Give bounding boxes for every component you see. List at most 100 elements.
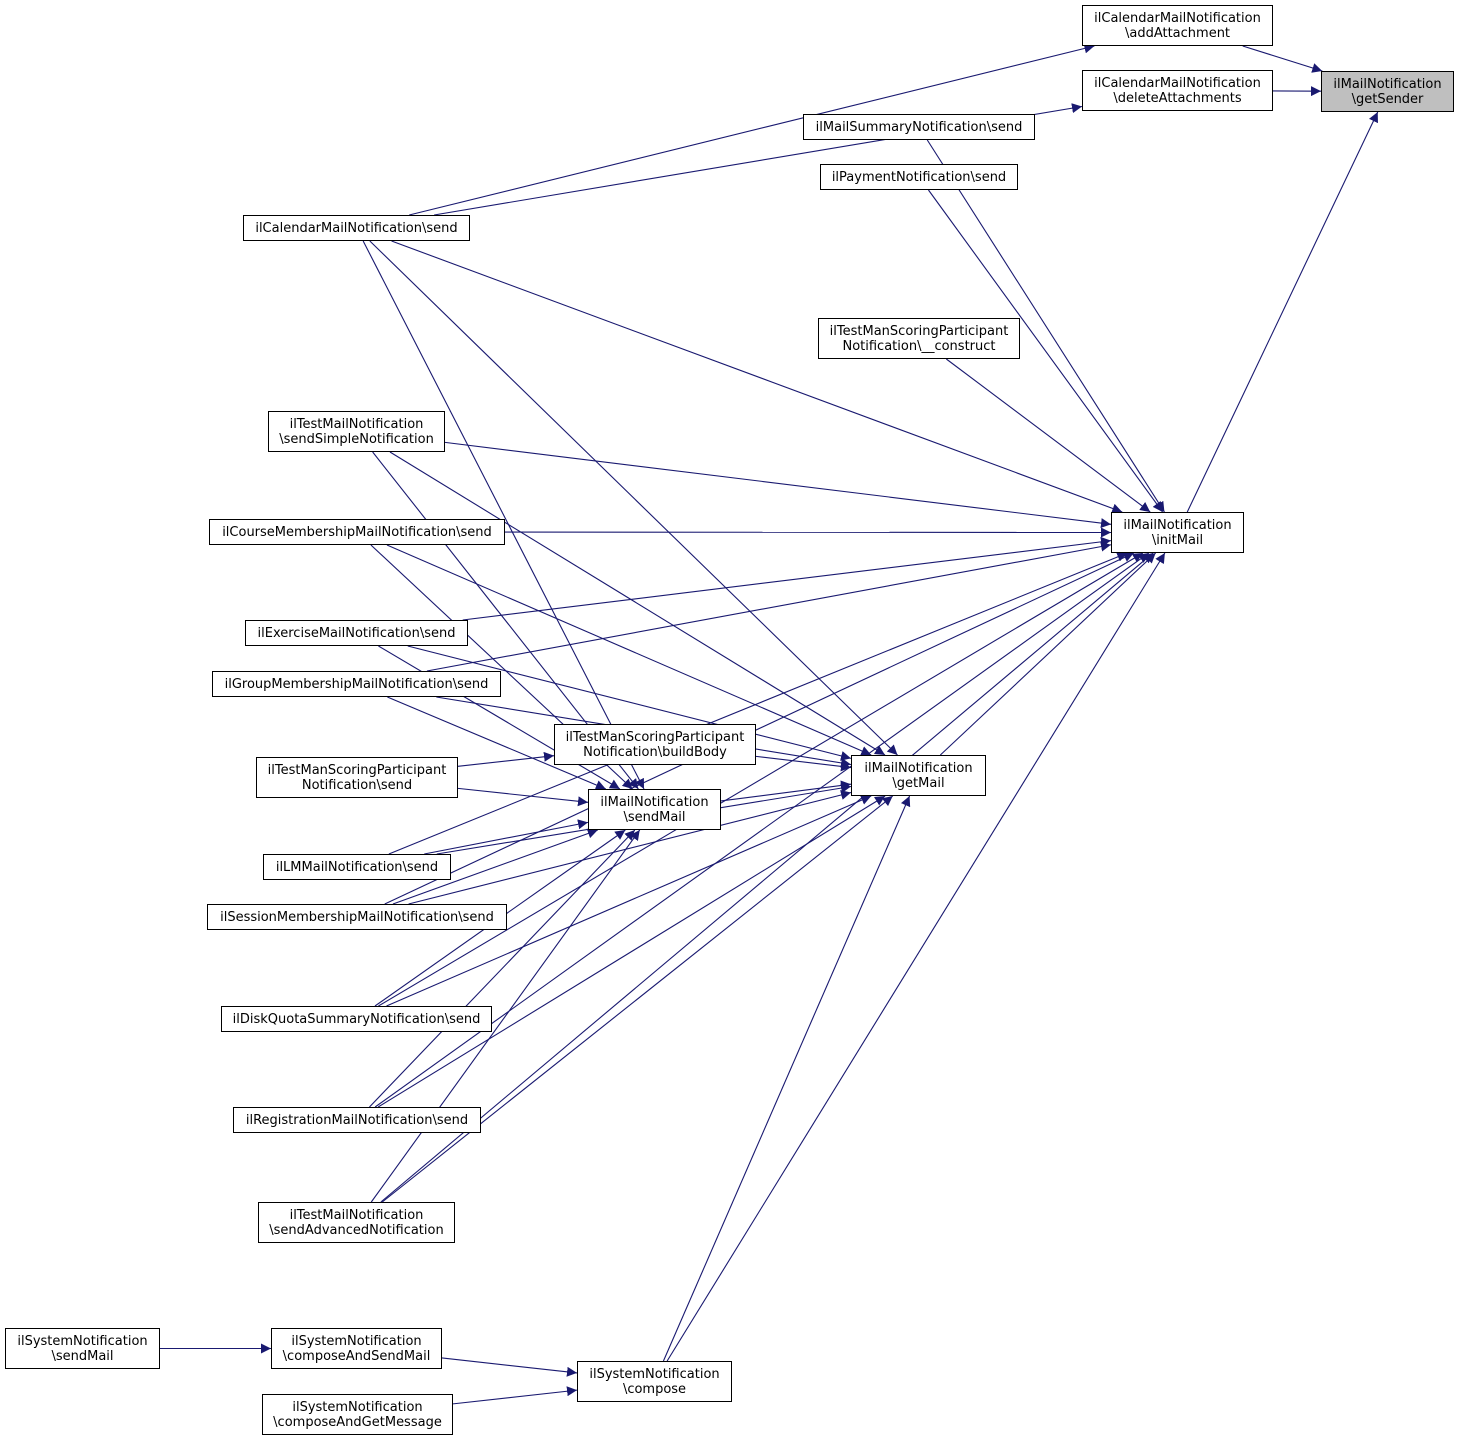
node-deleteattachments-line2: \deleteAttachments xyxy=(1113,90,1242,106)
edge-sessionSend-to-getMail xyxy=(408,790,852,905)
edge-testMailAdvanced-to-initMail xyxy=(380,552,1154,1203)
node-testmail-simple[interactable]: ilTestMailNotification \sendSimpleNotifi… xyxy=(268,411,445,452)
node-testman-send-line1: ilTestManScoringParticipant xyxy=(267,762,447,778)
node-testman-buildbody-line2: Notification\buildBody xyxy=(583,744,727,760)
node-system-sendmail-line2: \sendMail xyxy=(51,1348,114,1364)
node-payment-send-label: ilPaymentNotification\send xyxy=(831,169,1007,185)
node-system-composeandgetmessage-line1: ilSystemNotification xyxy=(292,1399,423,1415)
edge-lmSend-to-initMail xyxy=(388,552,1128,855)
edge-diskQuotaSend-to-getMail xyxy=(386,795,872,1007)
node-testman-send-line2: Notification\send xyxy=(301,777,413,793)
node-lm-send-label: ilLMMailNotification\send xyxy=(275,859,439,875)
edge-calendarSend-to-getMail xyxy=(369,240,898,756)
node-diskquota-send-label: ilDiskQuotaSummaryNotification\send xyxy=(232,1011,481,1027)
node-getsender-line1: ilMailNotification xyxy=(1333,76,1442,92)
edge-diskQuotaSend-to-initMail xyxy=(378,552,1144,1007)
node-deleteattachments[interactable]: ilCalendarMailNotification \deleteAttach… xyxy=(1082,70,1273,111)
node-testman-construct[interactable]: ilTestManScoringParticipant Notification… xyxy=(818,318,1020,359)
node-diskquota-send[interactable]: ilDiskQuotaSummaryNotification\send xyxy=(221,1006,492,1032)
edge-addAttachment-to-getSender xyxy=(1242,45,1323,73)
node-registration-send-label: ilRegistrationMailNotification\send xyxy=(245,1112,469,1128)
node-system-compose-line1: ilSystemNotification xyxy=(589,1366,720,1382)
node-getmail[interactable]: ilMailNotification \getMail xyxy=(851,755,986,796)
node-addattachment[interactable]: ilCalendarMailNotification \addAttachmen… xyxy=(1082,5,1273,46)
node-system-compose[interactable]: ilSystemNotification \compose xyxy=(577,1361,732,1402)
node-session-send[interactable]: ilSessionMembershipMailNotification\send xyxy=(207,904,507,930)
edge-testManSend-to-sendMail xyxy=(457,787,589,807)
node-lm-send[interactable]: ilLMMailNotification\send xyxy=(263,854,451,880)
node-system-composeandsendmail[interactable]: ilSystemNotification \composeAndSendMail xyxy=(271,1328,442,1369)
node-testmail-simple-line1: ilTestMailNotification xyxy=(289,416,424,432)
node-system-compose-line2: \compose xyxy=(622,1381,687,1397)
edge-paymentSend-to-initMail xyxy=(928,189,1164,513)
node-testmail-advanced-line1: ilTestMailNotification xyxy=(289,1207,424,1223)
edge-calendarSend-to-initMail xyxy=(391,240,1123,514)
node-testman-send[interactable]: ilTestManScoringParticipant Notification… xyxy=(256,757,458,798)
node-system-composeandsendmail-line1: ilSystemNotification xyxy=(291,1333,422,1349)
node-initmail[interactable]: ilMailNotification \initMail xyxy=(1111,512,1244,553)
edge-initMail-to-getSender xyxy=(1186,111,1379,513)
edge-testMailSimple-to-getMail xyxy=(389,451,886,756)
node-group-send-label: ilGroupMembershipMailNotification\send xyxy=(224,676,489,692)
edge-testMailSimple-to-initMail xyxy=(444,441,1112,529)
node-testman-construct-line2: Notification\__construct xyxy=(842,338,996,354)
edge-courseSend-to-getMail xyxy=(386,544,872,756)
edge-registrationSend-to-sendMail xyxy=(369,829,636,1108)
edge-testManConstruct-to-initMail xyxy=(945,358,1151,513)
node-addattachment-line2: \addAttachment xyxy=(1124,25,1231,41)
edge-composeAndGetMessage-to-compose xyxy=(452,1386,578,1405)
edge-compose-to-getMail xyxy=(662,795,911,1362)
node-group-send[interactable]: ilGroupMembershipMailNotification\send xyxy=(212,671,501,697)
node-addattachment-line1: ilCalendarMailNotification xyxy=(1094,10,1261,26)
node-testman-buildbody[interactable]: ilTestManScoringParticipant Notification… xyxy=(554,724,756,765)
edge-registrationSend-to-getMail xyxy=(377,795,886,1108)
edge-getMail-to-initMail xyxy=(939,552,1157,756)
edge-testManBuildBody-to-getMail xyxy=(755,755,852,772)
edge-mailSummarySend-to-initMail xyxy=(926,139,1165,513)
edge-registrationSend-to-initMail xyxy=(374,552,1150,1108)
edge-calendarSend-to-sendMail xyxy=(362,240,645,790)
edge-lmSend-to-sendMail xyxy=(424,819,589,855)
node-calendar-send-label: ilCalendarMailNotification\send xyxy=(255,220,458,236)
edge-exerciseSend-to-sendMail xyxy=(378,645,621,790)
edge-composeAndSendMail-to-compose xyxy=(441,1357,578,1377)
edge-testManSend-to-testManBuildBody xyxy=(457,751,555,767)
node-system-composeandgetmessage-line2: \composeAndGetMessage xyxy=(273,1414,442,1430)
node-initmail-line2: \initMail xyxy=(1151,532,1204,548)
node-testmail-simple-line2: \sendSimpleNotification xyxy=(279,431,434,447)
node-testman-construct-line1: ilTestManScoringParticipant xyxy=(829,323,1009,339)
node-getsender[interactable]: ilMailNotification \getSender xyxy=(1321,71,1454,112)
edge-compose-to-initMail xyxy=(666,552,1166,1362)
node-mailsummary-send[interactable]: ilMailSummaryNotification\send xyxy=(803,114,1035,140)
node-sendmail-line1: ilMailNotification xyxy=(600,794,709,810)
node-getsender-line2: \getSender xyxy=(1351,91,1424,107)
node-exercise-send[interactable]: ilExerciseMailNotification\send xyxy=(245,620,468,646)
node-sendmail-line2: \sendMail xyxy=(623,809,686,825)
node-system-composeandgetmessage[interactable]: ilSystemNotification \composeAndGetMessa… xyxy=(262,1394,453,1435)
node-getmail-line2: \getMail xyxy=(892,775,945,791)
node-session-send-label: ilSessionMembershipMailNotification\send xyxy=(220,909,494,925)
node-registration-send[interactable]: ilRegistrationMailNotification\send xyxy=(233,1107,481,1133)
node-system-sendmail-line1: ilSystemNotification xyxy=(17,1333,148,1349)
edge-sendMail-to-getMail xyxy=(720,780,852,802)
edge-exerciseSend-to-initMail xyxy=(462,536,1112,621)
edge-exerciseSend-to-getMail xyxy=(407,645,852,761)
node-system-composeandsendmail-line2: \composeAndSendMail xyxy=(282,1348,431,1364)
node-course-send[interactable]: ilCourseMembershipMailNotification\send xyxy=(209,519,505,545)
node-exercise-send-label: ilExerciseMailNotification\send xyxy=(257,625,456,641)
node-payment-send[interactable]: ilPaymentNotification\send xyxy=(820,164,1018,190)
node-system-sendmail[interactable]: ilSystemNotification \sendMail xyxy=(5,1328,160,1369)
node-testmail-advanced[interactable]: ilTestMailNotification \sendAdvancedNoti… xyxy=(258,1202,455,1243)
node-course-send-label: ilCourseMembershipMailNotification\send xyxy=(222,524,492,540)
edge-testMailAdvanced-to-getMail xyxy=(381,795,894,1203)
node-getmail-line1: ilMailNotification xyxy=(864,760,973,776)
node-calendar-send[interactable]: ilCalendarMailNotification\send xyxy=(243,215,470,241)
node-mailsummary-send-label: ilMailSummaryNotification\send xyxy=(815,119,1023,135)
node-sendmail[interactable]: ilMailNotification \sendMail xyxy=(588,789,721,830)
node-testman-buildbody-line1: ilTestManScoringParticipant xyxy=(565,729,745,745)
edge-sessionSend-to-initMail xyxy=(384,552,1134,905)
node-initmail-line1: ilMailNotification xyxy=(1123,517,1232,533)
edge-testMailAdvanced-to-sendMail xyxy=(370,829,641,1203)
edge-groupSend-to-initMail xyxy=(426,541,1112,672)
edge-groupSend-to-sendMail xyxy=(387,696,607,790)
